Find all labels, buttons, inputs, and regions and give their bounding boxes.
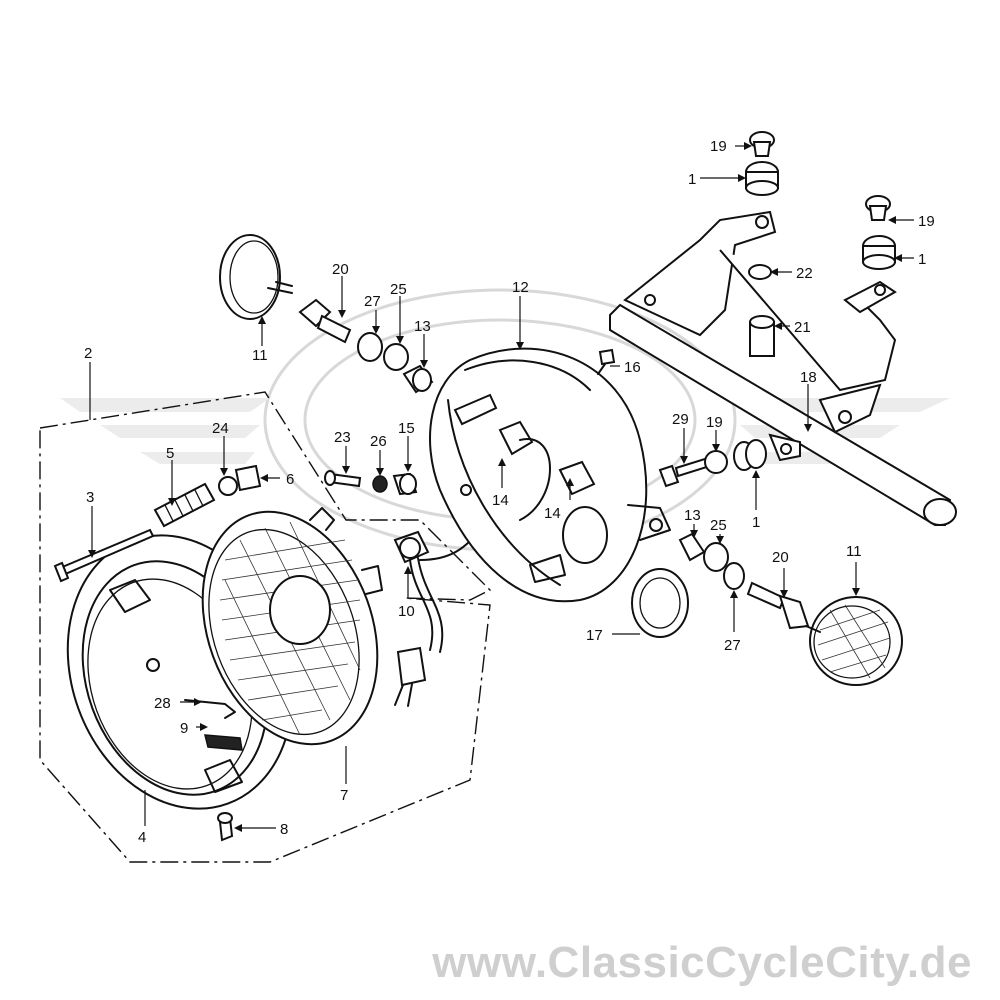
callout-14-left: 14 (492, 492, 509, 509)
part-17-grommet (631, 568, 689, 638)
callout-3: 3 (86, 489, 94, 506)
part-29-bolt (658, 456, 712, 488)
callout-1-top: 1 (688, 171, 696, 188)
part-6-clip (234, 464, 262, 492)
part-1-grommet-top (745, 161, 779, 196)
site-watermark: www.ClassicCycleCity.de (432, 938, 972, 987)
part-9-nut-plate (204, 734, 243, 751)
part-1-grommet-right (862, 235, 896, 270)
callout-19-middle: 19 (706, 414, 723, 431)
callout-28: 28 (154, 695, 171, 712)
callout-9: 9 (180, 720, 188, 737)
callout-13-upper: 13 (414, 318, 431, 335)
part-20-stud-upper (298, 298, 352, 344)
part-25-washer-lower (703, 542, 729, 572)
part-18-headlight-bracket (609, 210, 957, 526)
part-15-collar (392, 472, 418, 496)
callout-11-upper: 11 (252, 347, 268, 364)
turn-signal-right (805, 596, 903, 686)
turn-signal-left (219, 234, 293, 320)
part-19-collar-middle (704, 450, 728, 474)
callout-18: 18 (800, 369, 817, 386)
part-5-spring (153, 482, 216, 528)
headlight-socket-wiring (393, 519, 491, 707)
part-3-screw (53, 528, 155, 583)
callout-22: 22 (796, 265, 813, 282)
part-27-washer-upper (357, 332, 383, 362)
callout-2: 2 (84, 345, 92, 362)
part-21-collar (749, 315, 775, 357)
callout-labels: 19 1 19 1 22 21 18 16 12 20 27 25 13 11 … (84, 138, 935, 846)
part-28-spring-clip (184, 699, 236, 719)
callout-16: 16 (624, 359, 641, 376)
part-16-screw (597, 348, 616, 375)
part-20-stud-lower (746, 581, 810, 630)
callout-19-top: 19 (710, 138, 727, 155)
part-26-nut (372, 475, 388, 493)
callout-1-right: 1 (918, 251, 926, 268)
part-25-washer-upper (383, 343, 409, 371)
callout-7: 7 (340, 787, 348, 804)
part-19-collar-top (749, 131, 775, 157)
callout-8: 8 (280, 821, 288, 838)
callout-19-right: 19 (918, 213, 935, 230)
part-23-screw (324, 470, 362, 488)
headlight-case (429, 347, 671, 603)
callout-17: 17 (586, 627, 603, 644)
callout-20-lower: 20 (772, 549, 789, 566)
part-27-washer-lower (723, 562, 745, 590)
callout-27-lower: 27 (724, 637, 741, 654)
callout-6: 6 (286, 471, 294, 488)
callout-12: 12 (512, 279, 529, 296)
assembly-boundary-dashed (39, 391, 492, 863)
callout-1-middle: 1 (752, 514, 760, 531)
part-19-collar-right (865, 195, 891, 221)
part-1-grommet-middle (733, 439, 767, 471)
callout-24: 24 (212, 420, 229, 437)
part-8-screw (217, 812, 234, 842)
callout-13-lower: 13 (684, 507, 701, 524)
callout-20-upper: 20 (332, 261, 349, 278)
callout-14-right: 14 (544, 505, 561, 522)
callout-11-lower: 11 (846, 543, 862, 560)
callout-25-upper: 25 (390, 281, 407, 298)
callout-4: 4 (138, 829, 146, 846)
callout-23: 23 (334, 429, 351, 446)
callout-25-lower: 25 (710, 517, 727, 534)
callout-29: 29 (672, 411, 689, 428)
callout-27-upper: 27 (364, 293, 381, 310)
callout-5: 5 (166, 445, 174, 462)
callout-15: 15 (398, 420, 415, 437)
sealed-beam-unit (201, 507, 383, 746)
part-13-collar-lower (678, 532, 706, 562)
part-13-collar-upper (402, 364, 434, 394)
callout-10: 10 (398, 603, 415, 620)
leader-lines (88, 142, 914, 832)
part-22-washer (748, 264, 772, 280)
part-24-washer (218, 476, 238, 496)
callout-26: 26 (370, 433, 387, 450)
callout-21: 21 (794, 319, 811, 336)
